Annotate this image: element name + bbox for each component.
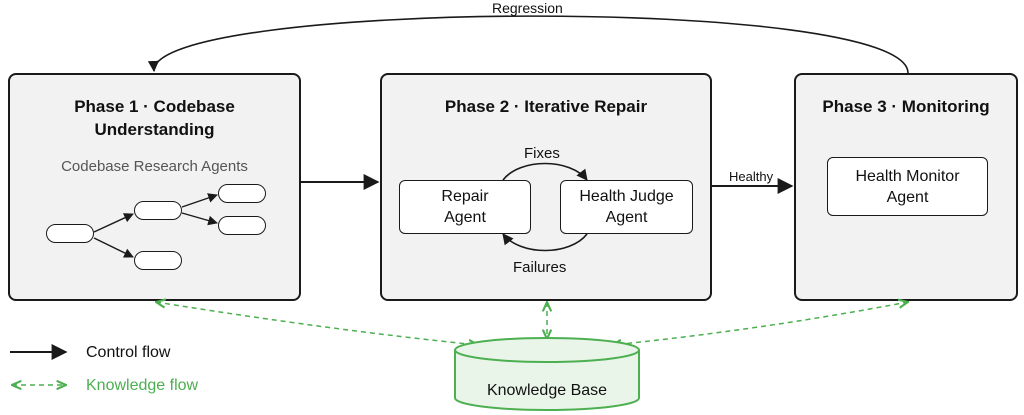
research-agents-label: Codebase Research Agents: [61, 158, 248, 175]
research-agent-node-bottom: [134, 251, 182, 270]
phase-2-title: Phase 2 · Iterative Repair: [444, 97, 648, 116]
kb-link-phase1: [156, 302, 478, 345]
tree-edge-4: [181, 212, 218, 226]
research-agent-node-root: [46, 224, 94, 243]
phase-1-title-line2: Understanding: [94, 120, 215, 139]
health-judge-agent-line1: Health Judge: [579, 188, 674, 205]
legend-knowledge-flow-label: Knowledge flow: [86, 377, 199, 394]
phase-1-title-line1: Phase 1 · Codebase: [74, 97, 235, 116]
kb-link-phase3: [612, 302, 908, 345]
healthy-label: Healthy: [729, 169, 774, 184]
health-monitor-agent-line2: Agent: [886, 188, 929, 206]
knowledge-base-cylinder: [454, 337, 640, 411]
research-agent-node-top-right: [218, 184, 266, 203]
tree-edge-2: [93, 237, 134, 258]
research-agent-node-right: [218, 216, 266, 235]
knowledge-base-label: Knowledge Base: [486, 382, 608, 399]
repair-agent-line1: Repair: [441, 188, 489, 205]
fixes-label: Fixes: [524, 145, 560, 162]
tree-edge-1: [93, 213, 134, 233]
regression-arrow: [147, 15, 909, 74]
failures-label: Failures: [513, 259, 567, 276]
research-agent-node-mid: [134, 201, 182, 220]
fixes-arrow: [502, 162, 588, 181]
health-judge-agent-line2: Agent: [605, 209, 648, 226]
tree-edge-3: [181, 193, 218, 208]
phase-3-title: Phase 3 · Monitoring: [822, 97, 990, 116]
legend-control-flow-label: Control flow: [86, 344, 171, 361]
failures-arrow: [502, 233, 588, 252]
regression-label: Regression: [492, 0, 563, 16]
health-monitor-agent-line1: Health Monitor: [855, 167, 960, 185]
repair-agent-line2: Agent: [444, 209, 486, 226]
